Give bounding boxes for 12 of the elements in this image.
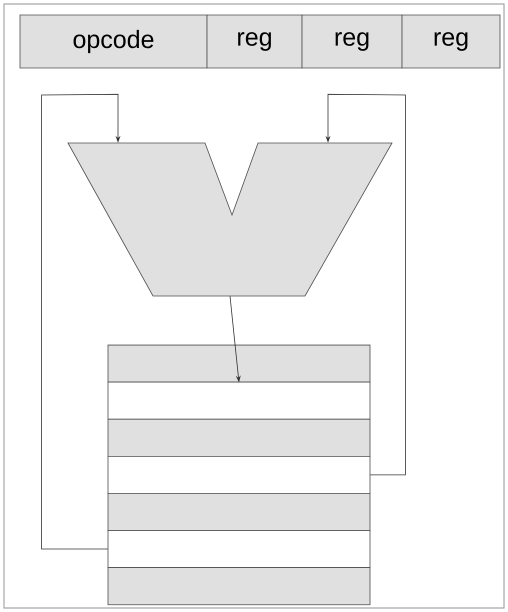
register-row [108, 567, 370, 606]
instruction-field: reg [206, 14, 302, 68]
register-row [108, 492, 370, 531]
instruction-field: reg [402, 14, 500, 68]
instruction-field: reg [302, 14, 402, 68]
register-row [108, 456, 370, 494]
register-row [108, 382, 370, 420]
register-row [108, 418, 370, 457]
instruction-field: opcode [20, 14, 208, 68]
register-row [108, 344, 370, 383]
arrow [41, 94, 121, 550]
register-row [108, 530, 370, 568]
